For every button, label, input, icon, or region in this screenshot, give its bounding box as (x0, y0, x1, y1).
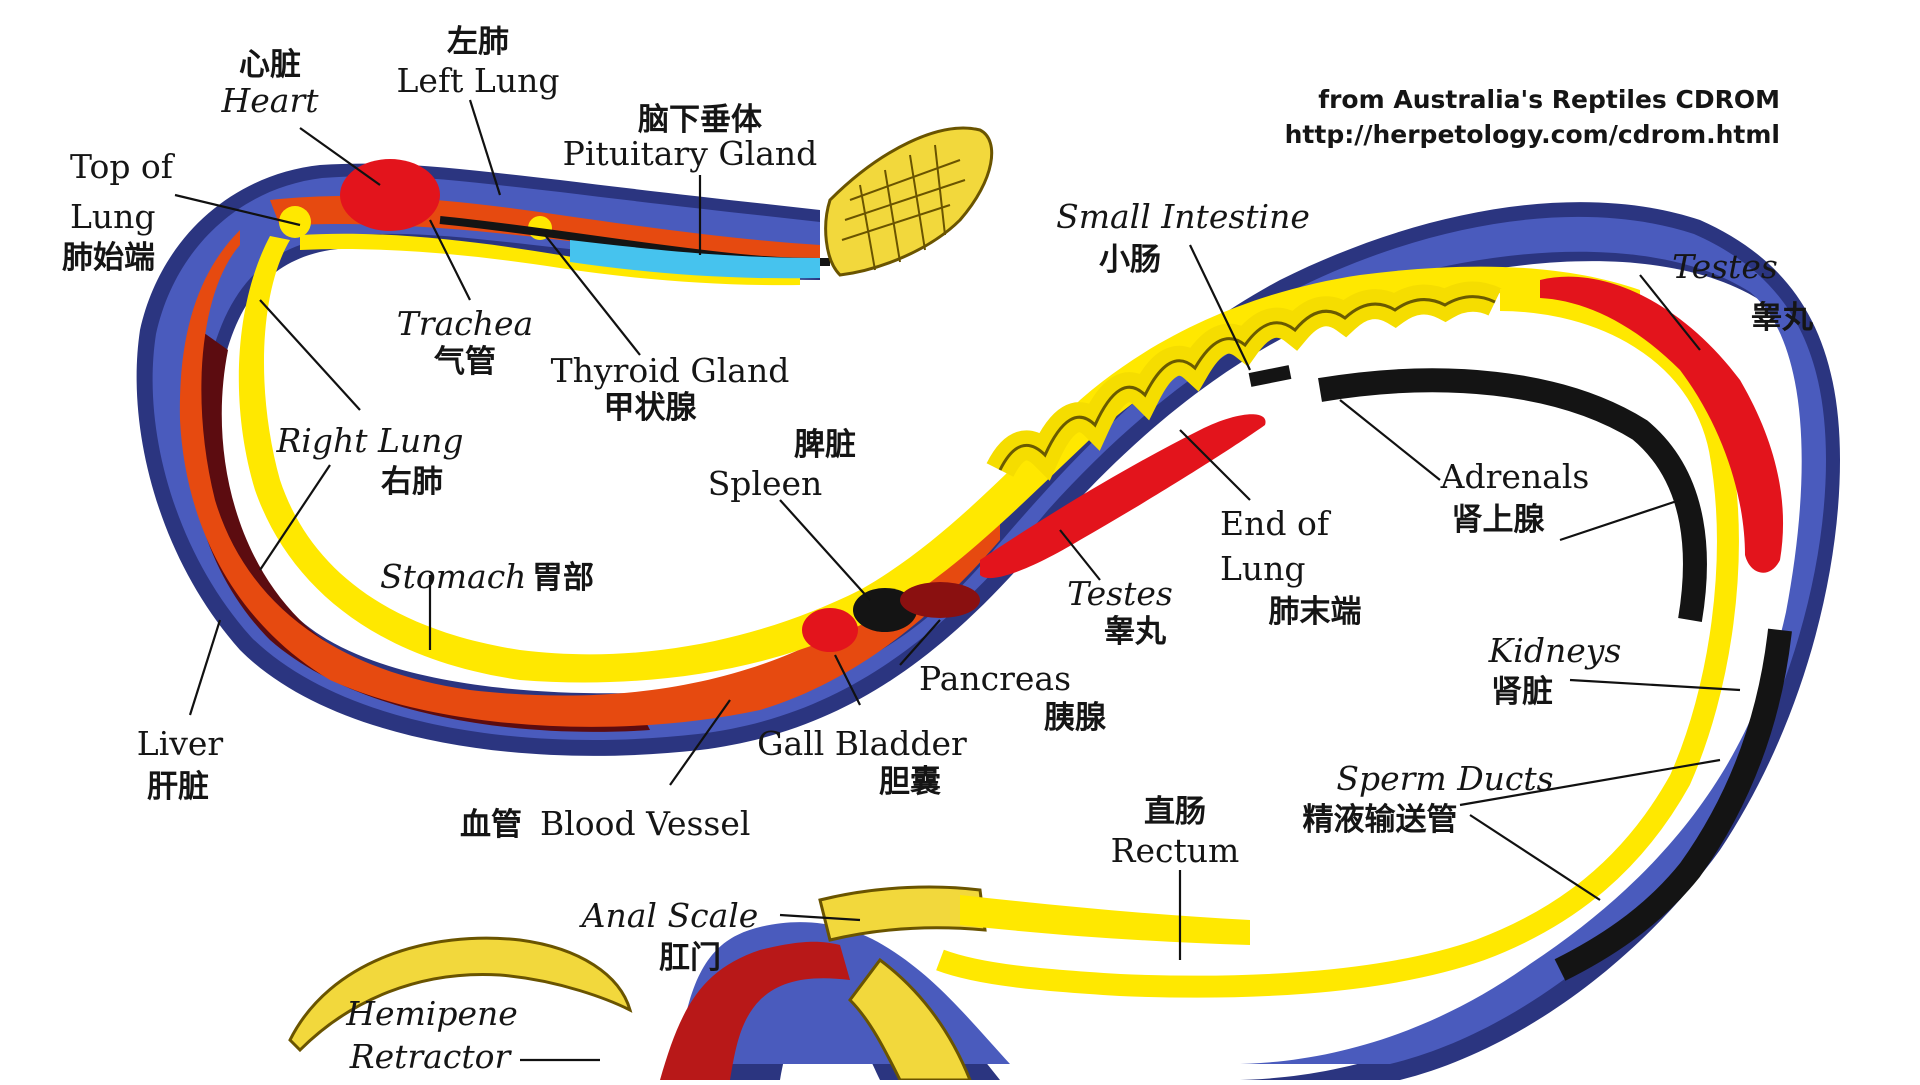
tail-red (660, 941, 850, 1080)
label-stomach-zh: 胃部 (532, 560, 594, 596)
credit-line-2: http://herpetology.com/cdrom.html (1285, 120, 1780, 149)
gall-bladder (802, 608, 858, 652)
head-shape (824, 126, 994, 277)
testes-right (1540, 276, 1784, 573)
kidneys (1318, 368, 1707, 622)
label-end-of-lung-en-1: End of (1220, 504, 1332, 543)
label-blood-vessel-zh: 血管 (460, 807, 522, 843)
label-end-of-lung-en-2: Lung (1220, 549, 1306, 588)
label-left-lung-zh: 左肺 (447, 24, 509, 60)
label-top-of-lung-en-2: Lung (70, 197, 156, 236)
label-adrenals-zh: 肾上腺 (1452, 502, 1546, 538)
label-pituitary-en: Pituitary Gland (563, 134, 818, 173)
anal-scale (818, 885, 987, 942)
label-anal-scale-zh: 肛门 (659, 940, 721, 976)
label-thyroid-zh: 甲状腺 (604, 390, 698, 426)
label-sperm-ducts-en: Sperm Ducts (1336, 759, 1553, 798)
top-of-lung-lobe (279, 206, 311, 238)
label-spleen-en: Spleen (708, 464, 823, 503)
adrenal-small (1248, 365, 1292, 387)
label-liver-en: Liver (137, 724, 224, 763)
kidneys-lower (1554, 628, 1792, 981)
label-hemipene-en-1: Hemipene (345, 994, 518, 1033)
label-rectum-en: Rectum (1111, 831, 1240, 870)
credit-line-1: from Australia's Reptiles CDROM (1318, 85, 1780, 114)
label-top-of-lung-zh: 肺始端 (62, 240, 155, 276)
label-hemipene-en-2: Retractor (349, 1037, 513, 1076)
testes-mid (980, 414, 1266, 579)
label-blood-vessel-en: Blood Vessel (540, 804, 750, 843)
label-testes-mid-en: Testes (1067, 574, 1173, 613)
label-kidneys-en: Kidneys (1488, 631, 1622, 670)
label-right-lung-zh: 右肺 (381, 464, 443, 500)
label-gall-bladder-zh: 胆囊 (879, 764, 941, 800)
label-pancreas-en: Pancreas (919, 659, 1071, 698)
label-testes-mid-zh: 睾丸 (1104, 614, 1166, 650)
label-spleen-zh: 脾脏 (794, 427, 856, 463)
snake-head (824, 126, 994, 277)
label-right-lung-en: Right Lung (275, 421, 463, 460)
rectum (960, 895, 1250, 945)
head-scales (841, 144, 966, 271)
label-trachea-zh: 气管 (433, 344, 496, 380)
hemipene (288, 936, 633, 1053)
label-small-intestine-zh: 小肠 (1099, 242, 1161, 278)
label-kidneys-zh: 肾脏 (1491, 674, 1553, 710)
label-heart-en: Heart (220, 81, 319, 120)
label-gall-bladder-en: Gall Bladder (757, 724, 967, 763)
label-small-intestine-en: Small Intestine (1056, 197, 1310, 236)
right-lung (238, 236, 1641, 683)
label-stomach-en: Stomach (380, 557, 526, 596)
snake-body (136, 163, 1841, 1081)
label-rectum-zh: 直肠 (1144, 794, 1206, 830)
pituitary-gland (570, 240, 820, 279)
label-testes-right-en: Testes (1672, 247, 1778, 286)
label-end-of-lung-zh: 肺末端 (1269, 594, 1362, 630)
label-testes-right-zh: 睾丸 (1751, 300, 1813, 336)
label-left-lung-en: Left Lung (397, 61, 560, 100)
label-pancreas-zh: 胰腺 (1044, 700, 1107, 736)
label-pituitary-zh: 脑下垂体 (638, 102, 762, 138)
label-top-of-lung-en-1: Top of (70, 147, 176, 186)
labels: 心脏 Heart 左肺 Left Lung 脑下垂体 Pituitary Gla… (62, 24, 1813, 1076)
label-trachea-en: Trachea (397, 304, 533, 343)
small-intestine-outline (998, 295, 1496, 471)
heart (340, 159, 440, 231)
label-anal-scale-en: Anal Scale (579, 896, 759, 935)
label-thyroid-en: Thyroid Gland (551, 351, 790, 390)
pancreas (900, 582, 980, 618)
leader-lines (174, 99, 1741, 1062)
stomach (179, 230, 1000, 727)
label-heart-zh: 心脏 (239, 47, 301, 83)
label-liver-zh: 肝脏 (147, 769, 209, 805)
label-adrenals-en: Adrenals (1440, 457, 1590, 496)
label-sperm-ducts-zh: 精液输送管 (1303, 802, 1458, 838)
